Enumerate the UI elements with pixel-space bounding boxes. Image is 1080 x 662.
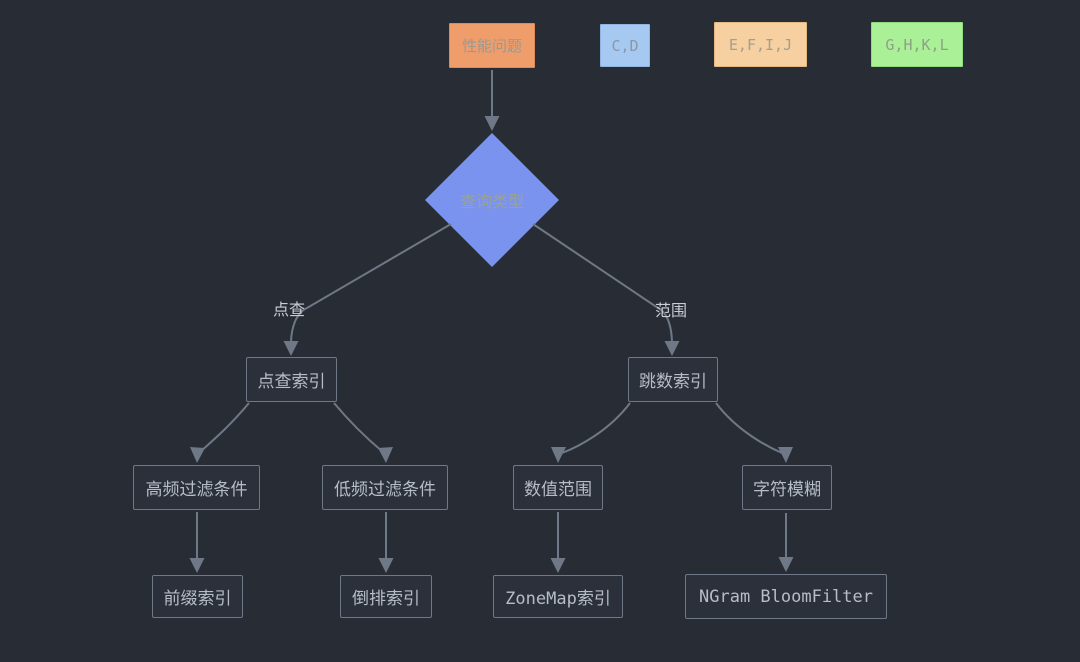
- arrowhead-inverted-index: [378, 558, 394, 573]
- decision-diamond-shape[interactable]: [425, 133, 559, 267]
- node-performance-problem[interactable]: 性能问题: [449, 23, 535, 68]
- arrowhead-zonemap: [550, 558, 566, 573]
- node-high-freq-filter[interactable]: 高频过滤条件: [133, 465, 260, 510]
- edge-skip-index-to-fuzzy-string: [715, 402, 783, 454]
- arrowhead-low-freq: [378, 447, 393, 463]
- node-group-ghkl[interactable]: G,H,K,L: [871, 22, 963, 67]
- edge-point-index-to-high-freq: [199, 402, 250, 453]
- node-inverted-index[interactable]: 倒排索引: [340, 575, 432, 618]
- arrowhead-ngram: [778, 557, 794, 572]
- node-low-freq-filter[interactable]: 低频过滤条件: [322, 465, 448, 510]
- node-fuzzy-string[interactable]: 字符模糊: [742, 465, 832, 510]
- edge-skip-index-to-numeric-range: [561, 402, 631, 454]
- node-group-efij[interactable]: E,F,I,J: [714, 22, 807, 67]
- node-point-index[interactable]: 点查索引: [246, 357, 337, 402]
- arrowhead-querytype: [484, 116, 500, 131]
- edge-querytype-to-point-index: [290, 223, 452, 345]
- arrowhead-point-index: [283, 341, 299, 356]
- node-numeric-range[interactable]: 数值范围: [513, 465, 603, 510]
- arrowhead-high-freq: [190, 447, 205, 463]
- branch-label-range-query: 范围: [655, 301, 688, 320]
- node-group-cd[interactable]: C,D: [600, 24, 650, 67]
- node-prefix-index[interactable]: 前缀索引: [152, 575, 243, 618]
- node-ngram-bloomfilter[interactable]: NGram BloomFilter: [685, 574, 887, 619]
- edge-querytype-to-skip-index: [532, 223, 673, 345]
- node-zonemap-index[interactable]: ZoneMap索引: [493, 575, 623, 618]
- branch-label-point-query: 点查: [273, 300, 306, 319]
- node-skip-index[interactable]: 跳数索引: [628, 357, 718, 402]
- arrowhead-skip-index: [664, 341, 680, 356]
- arrowhead-prefix-index: [189, 558, 205, 573]
- arrowhead-numeric-range: [551, 447, 566, 463]
- edge-point-index-to-low-freq: [333, 402, 384, 453]
- arrowhead-fuzzy-string: [778, 447, 793, 463]
